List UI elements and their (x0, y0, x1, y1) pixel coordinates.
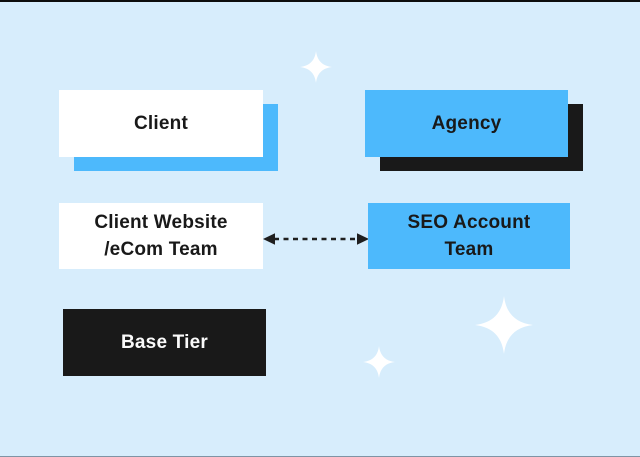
agency-box-label: Agency (431, 113, 502, 134)
sparkle-icon-large (475, 296, 533, 354)
seo-account-team-box-label-line1: SEO Account (407, 212, 531, 233)
dashed-double-arrow-connector (263, 233, 369, 245)
base-tier-box: Base Tier (63, 309, 266, 376)
client-website-box-label-line2: /eCom Team (104, 239, 218, 260)
client-website-box-label-line1: Client Website (94, 212, 228, 233)
client-box-label: Client (134, 113, 188, 134)
client-website-box: Client Website /eCom Team (59, 203, 263, 269)
sparkle-icon-top (300, 51, 332, 83)
agency-box: Agency (365, 90, 568, 157)
seo-account-team-box-label-line2: Team (444, 239, 494, 260)
client-box: Client (59, 90, 263, 157)
base-tier-box-label: Base Tier (120, 332, 208, 353)
sparkle-icon-small (363, 346, 395, 378)
seo-account-team-box: SEO Account Team (368, 203, 570, 269)
